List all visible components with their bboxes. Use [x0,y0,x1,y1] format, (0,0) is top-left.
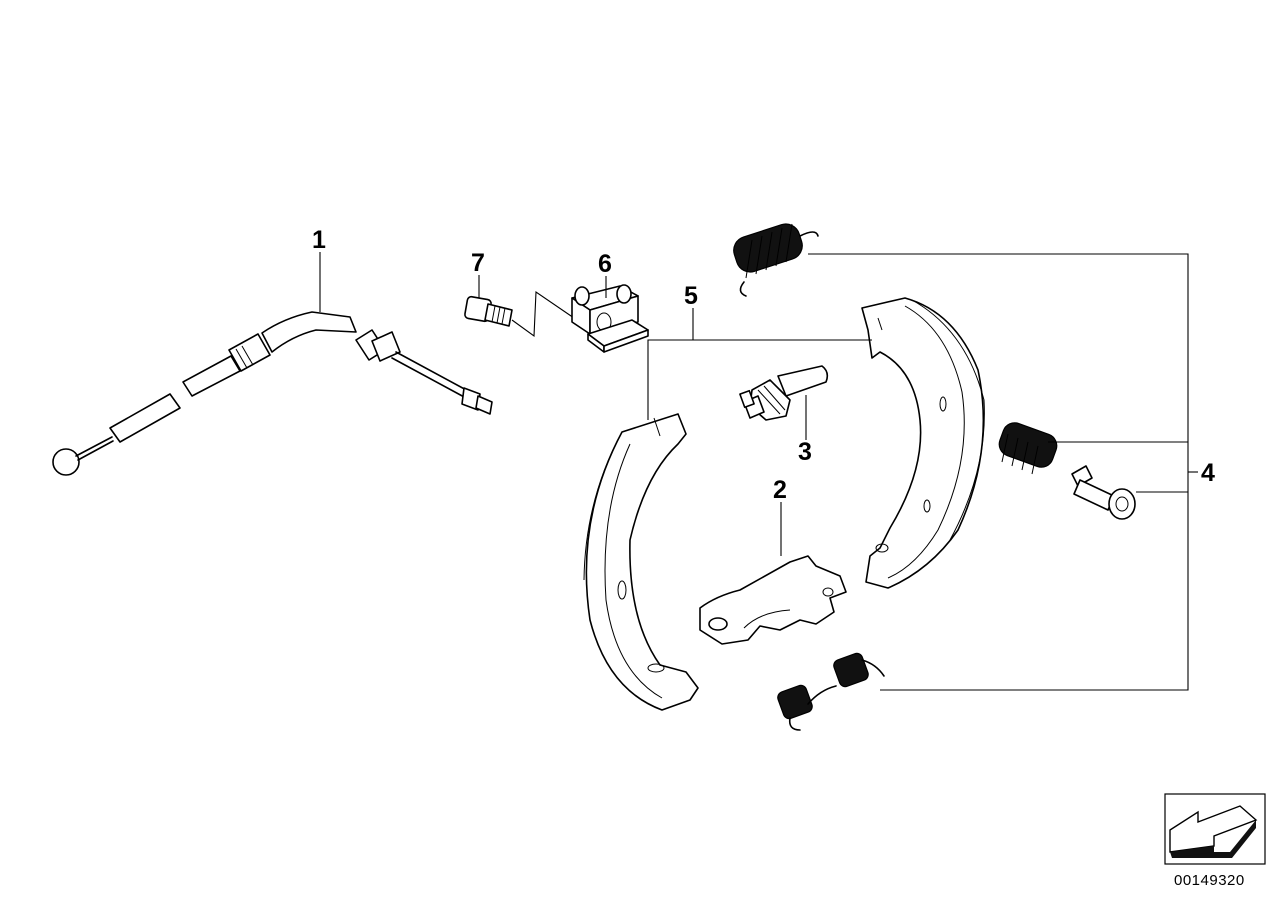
callout-7: 7 [471,249,485,277]
reference-number: 00149320 [1174,872,1245,889]
callout-6: 6 [598,250,612,278]
part-5-brake-shoes[interactable] [583,297,985,711]
orientation-box [1164,793,1266,865]
callout-3: 3 [798,438,812,466]
part-6-bracket[interactable] [571,276,649,353]
callout-5: 5 [684,282,698,310]
part-1-handbrake-cable[interactable] [52,252,493,476]
part-3-adjuster[interactable] [739,365,829,440]
part-2-lever[interactable] [699,502,847,645]
arrow-direction-icon [1169,805,1258,858]
callout-2: 2 [773,476,787,504]
part-7-bolt[interactable] [464,275,575,338]
callout-4: 4 [1201,459,1215,487]
part-4-springs-and-pin[interactable] [730,220,1198,731]
callout-1: 1 [312,226,326,254]
